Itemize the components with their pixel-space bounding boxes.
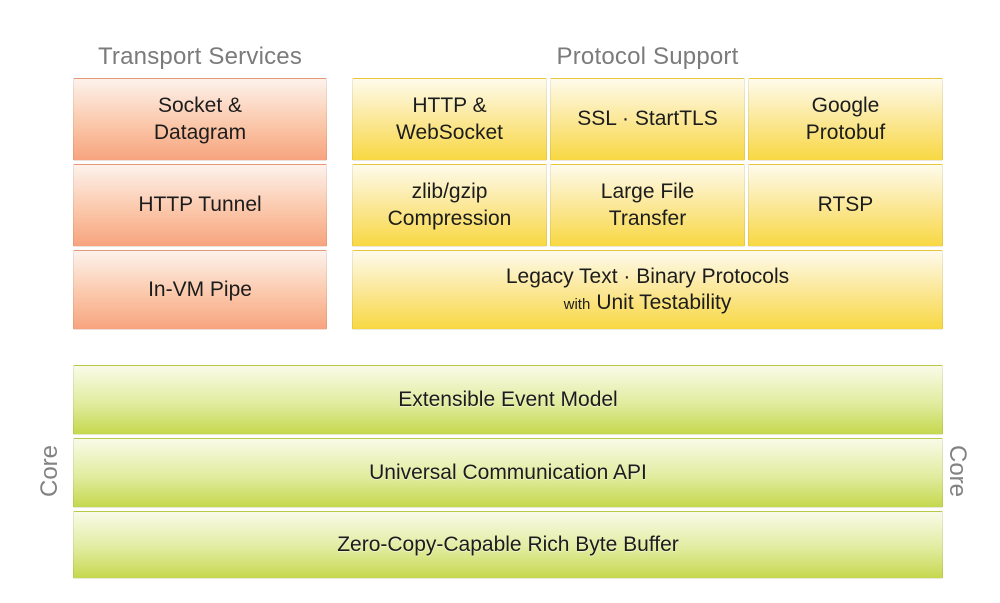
transport-box-socket-datagram: Socket & Datagram bbox=[73, 78, 327, 161]
transport-services-header: Transport Services bbox=[97, 43, 303, 70]
core-box-universal-communication-api: Universal Communication API bbox=[73, 438, 943, 508]
transport-services-column: Socket & Datagram HTTP Tunnel In-VM Pipe bbox=[73, 78, 327, 330]
protocol-box-ssl-starttls: SSL · StartTLS bbox=[550, 78, 745, 161]
protocol-box-zlib-gzip-compression: zlib/gzip Compression bbox=[352, 164, 547, 247]
legacy-protocols-line1: Legacy Text · Binary Protocols bbox=[505, 264, 790, 288]
core-label-right: Core bbox=[944, 444, 971, 498]
protocol-box-google-protobuf: Google Protobuf bbox=[748, 78, 943, 161]
core-label-left: Core bbox=[36, 444, 63, 498]
core-box-zero-copy-byte-buffer: Zero-Copy-Capable Rich Byte Buffer bbox=[73, 511, 943, 579]
transport-box-http-tunnel: HTTP Tunnel bbox=[73, 164, 327, 247]
protocol-box-http-websocket: HTTP & WebSocket bbox=[352, 78, 547, 161]
core-box-extensible-event-model: Extensible Event Model bbox=[73, 365, 943, 435]
protocol-support-header: Protocol Support bbox=[556, 43, 739, 70]
transport-box-invm-pipe: In-VM Pipe bbox=[73, 250, 327, 330]
legacy-protocols-line2: with Unit Testability bbox=[564, 290, 732, 316]
legacy-with-word: with bbox=[563, 296, 591, 313]
protocol-box-legacy-text-binary-protocols: Legacy Text · Binary Protocols with Unit … bbox=[352, 250, 943, 330]
core-stack: Extensible Event Model Universal Communi… bbox=[73, 365, 943, 579]
protocol-box-large-file-transfer: Large File Transfer bbox=[550, 164, 745, 247]
legacy-unit-testability: Unit Testability bbox=[596, 291, 732, 314]
protocol-box-rtsp: RTSP bbox=[748, 164, 943, 247]
protocol-support-grid: HTTP & WebSocket SSL · StartTLS Google P… bbox=[352, 78, 943, 330]
